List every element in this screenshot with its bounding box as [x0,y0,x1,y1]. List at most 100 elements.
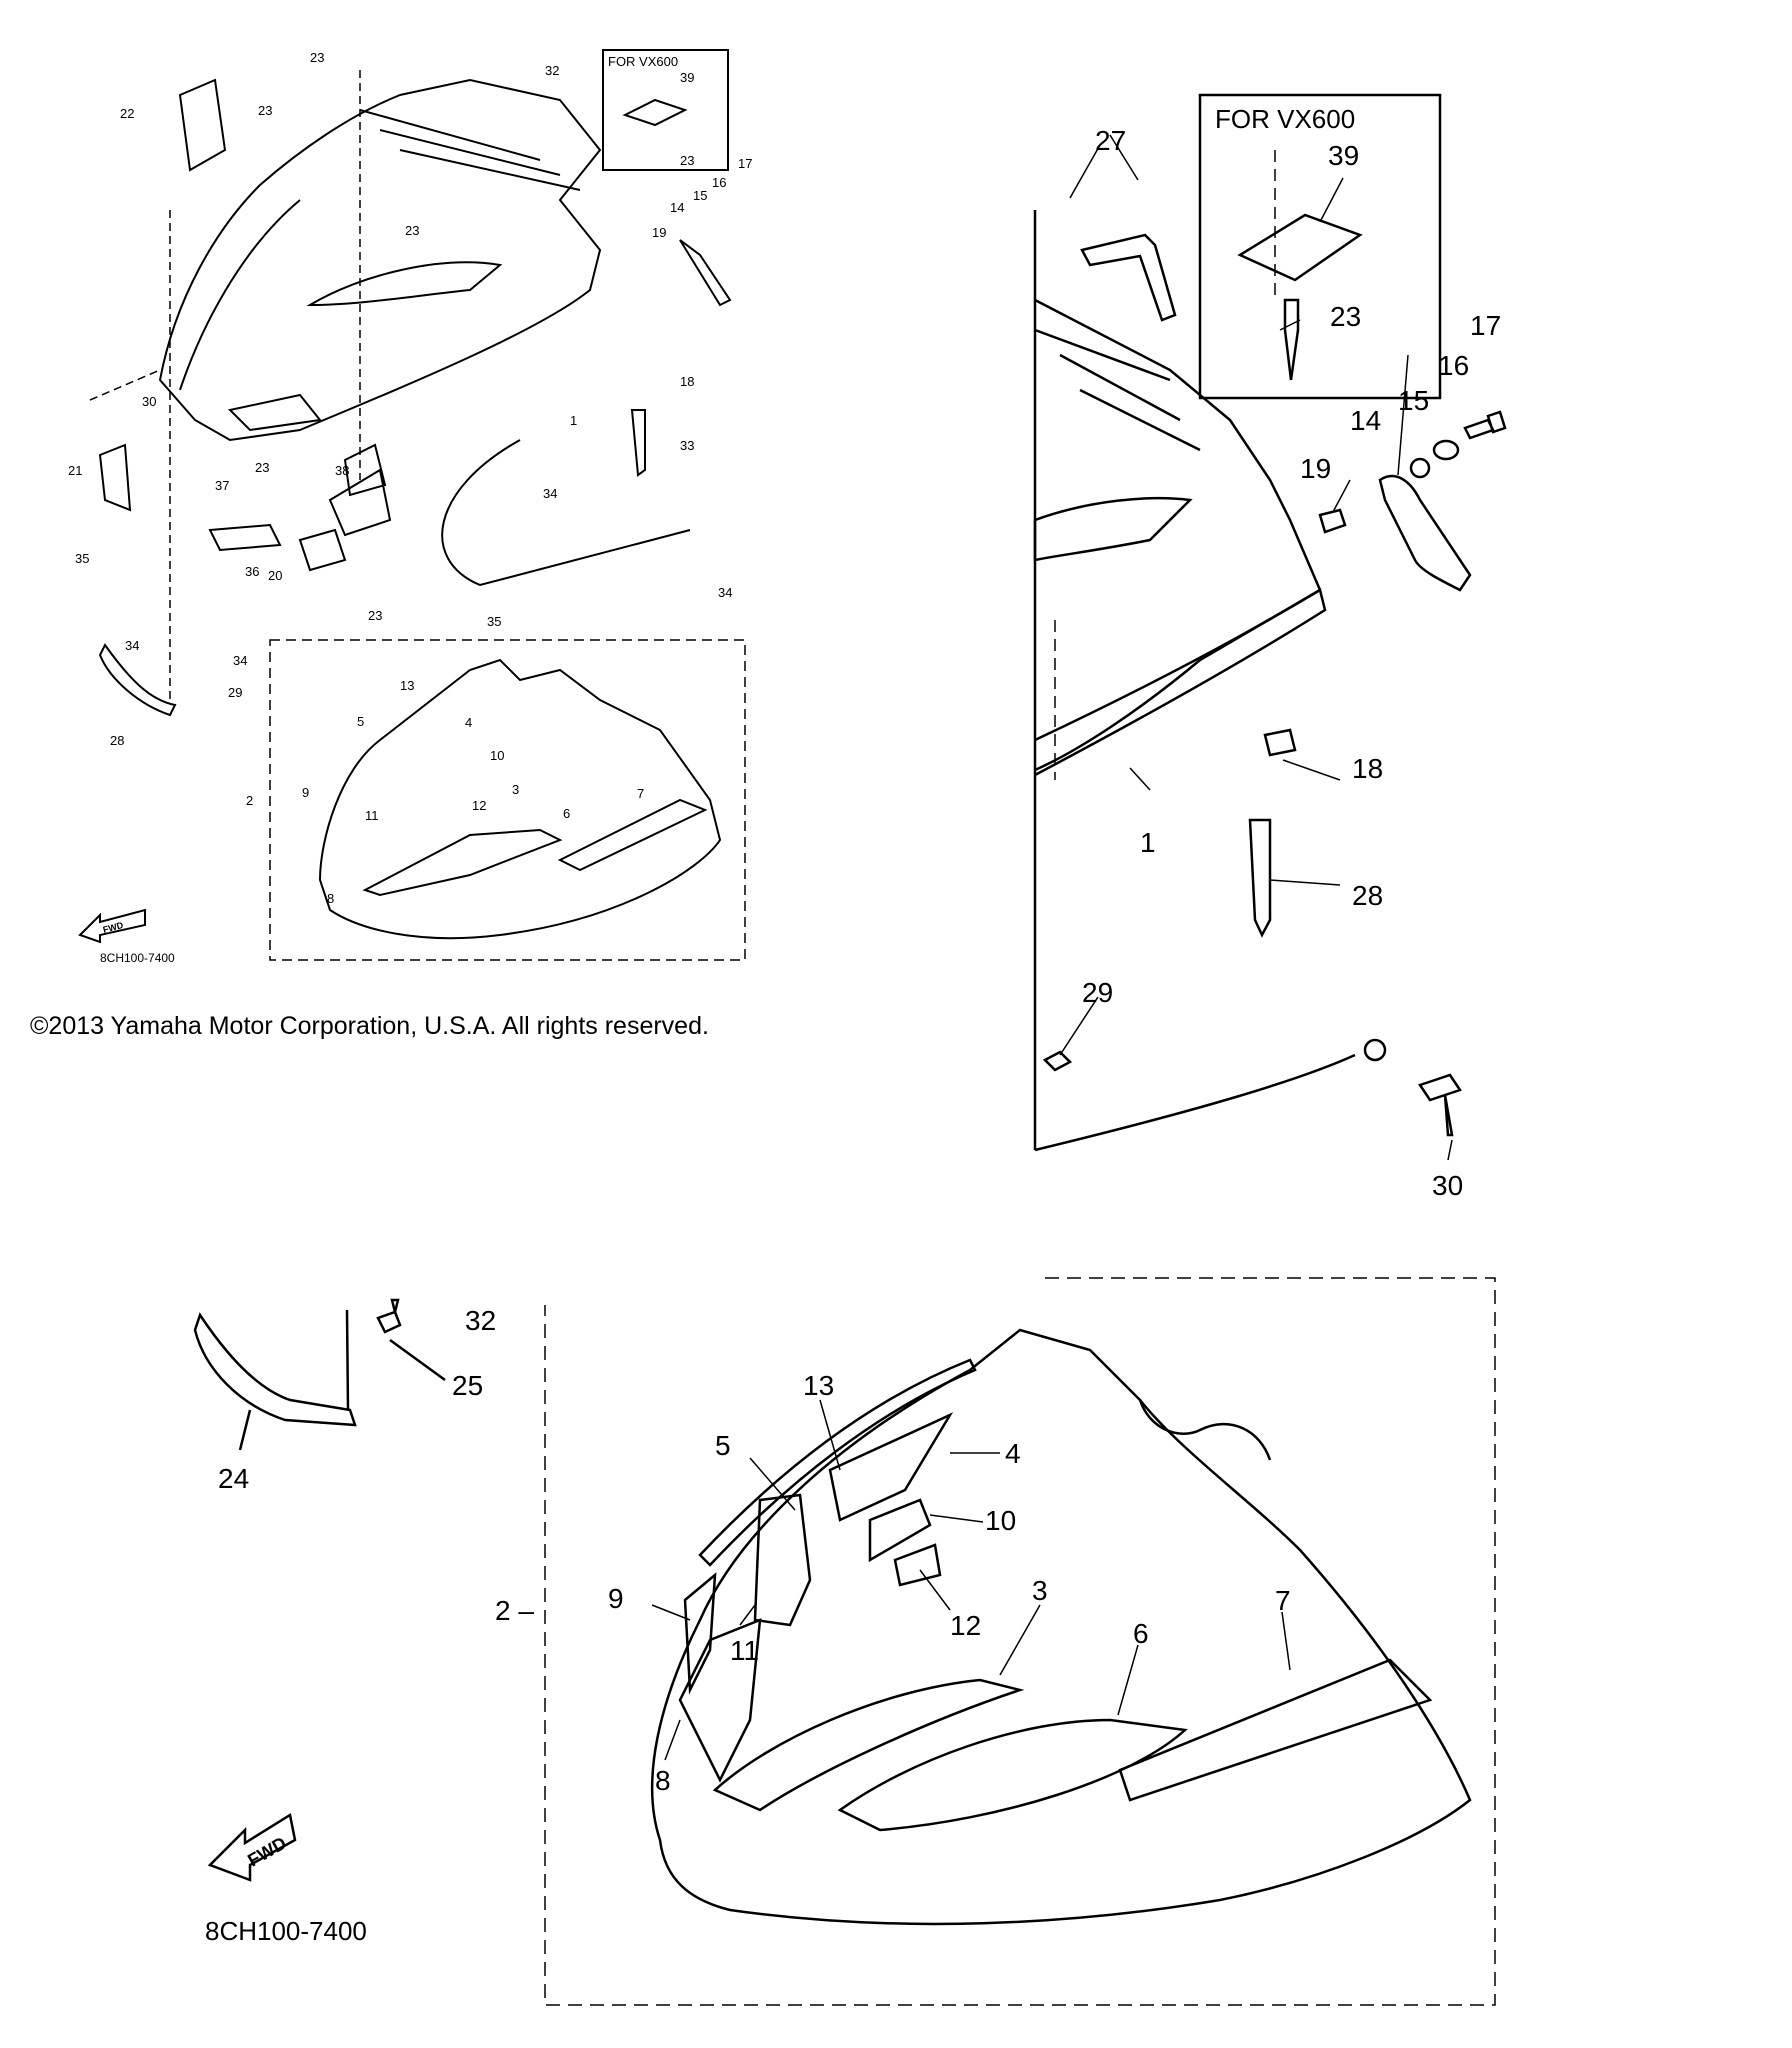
decal-7 [557,798,708,872]
callout-27: 32 [545,63,559,78]
copyright-notice: ©2013 Yamaha Motor Corporation, U.S.A. A… [30,1012,709,1040]
part-27-handle [1080,233,1177,322]
vent-cover-22 [178,78,227,172]
decal-hood-main [650,1328,1472,1926]
decal-hood-notch [1138,1399,1272,1461]
bottom-callout-9: 9 [608,1583,624,1614]
plate-39 [622,98,688,127]
part-16-washer [1432,439,1460,461]
decal-10 [868,1498,932,1563]
callout-23: 23 [258,103,272,118]
detail-callout-23: 23 [1330,301,1361,332]
detail-cable [1034,1053,1356,1152]
detail-callout-28: 28 [1352,880,1383,911]
detail-callout-15: 15 [1398,385,1429,416]
bottom-callout-32: 32 [465,1305,496,1336]
detail-callout-16: 16 [1438,350,1469,381]
callout-33: 34 [125,638,139,653]
callout-36: 38 [335,463,349,478]
bottom-callout-5: 5 [715,1430,731,1461]
detail-callout-30: 30 [1432,1170,1463,1201]
decal-9 [683,1572,717,1695]
detail-callout-27: 27 [1095,125,1126,156]
callout-16: 16 [712,175,726,190]
detail-callout-17: 17 [1470,310,1501,341]
bottom-diagram-code: 8CH100-7400 [205,1916,367,1946]
callout-20: 20 [268,568,282,583]
callout-35: 37 [215,478,229,493]
detail-callout-29: 29 [1082,977,1113,1008]
decal-8 [678,1618,762,1783]
pad-36 [343,443,387,497]
callout-2: 2 [246,793,253,808]
bottom-callout-24: 24 [218,1463,249,1494]
part-25-rivet [376,1298,402,1334]
hood-rack [359,109,581,191]
detail-vent [1033,496,1193,562]
part-30-eyelet [1363,1038,1387,1062]
vx600-box [602,49,729,171]
part-39-plate [1237,213,1363,282]
callout-12: 12 [472,798,486,813]
callout-18: 18 [680,374,694,389]
callout-31: 35 [487,614,501,629]
bottom-callout-7: 7 [1275,1585,1291,1616]
callout-3: 3 [512,782,519,797]
callout-21: 21 [68,463,82,478]
bottom-callout-2: 2 – [495,1595,534,1626]
cable-arc [441,439,691,587]
callout-34: 35 [75,551,89,566]
callout-9: 9 [302,785,309,800]
hood-vent-right [306,261,503,307]
detail-callout-14: 14 [1350,405,1381,436]
detail-callout-18: 18 [1352,753,1383,784]
callout-15: 15 [693,188,707,203]
callout-11: 11 [365,808,379,823]
detail-callout-39: 39 [1328,140,1359,171]
bottom-callout-12: 12 [950,1610,981,1641]
callout-28: 33 [680,438,694,453]
decal-12 [893,1543,942,1587]
part-23-pin [1283,298,1300,381]
decal-kit-box [269,639,746,961]
part-14-bracket [1378,474,1472,592]
decal-6 [837,1718,1188,1832]
part-15-washer [1409,457,1431,479]
detail-vx600-box [1198,93,1442,400]
grille-20 [208,523,282,552]
part-18-clip [1263,728,1297,757]
callout-6: 6 [563,806,570,821]
callout-23: 23 [255,460,269,475]
strap-37 [328,468,392,537]
part-24-grille [193,1312,357,1427]
callout-23: 23 [368,608,382,623]
callout-22: 22 [120,106,134,121]
hood-panel-front [227,393,322,432]
pad-38 [298,528,347,572]
bottom-callout-6: 6 [1133,1618,1149,1649]
part-28-tie [1248,818,1272,938]
bottom-callout-4: 4 [1005,1438,1021,1469]
callout-14: 14 [670,200,684,215]
bottom-callout-13: 13 [803,1370,834,1401]
callout-23: 23 [405,223,419,238]
callout-8: 8 [327,891,334,906]
bottom-callout-10: 10 [985,1505,1016,1536]
callout-26: 30 [142,394,156,409]
hood-body [158,78,602,442]
bottom-callout-3: 3 [1032,1575,1048,1606]
part-30-rivet [1418,1073,1462,1137]
vx600-title: FOR VX600 [608,54,678,69]
callout-7: 7 [637,786,644,801]
detail-hood-lip [1034,588,1327,777]
bottom-callout-25: 25 [452,1370,483,1401]
part-17-bolt [1463,410,1507,440]
callout-1: 1 [570,413,577,428]
callout-32: 34 [233,653,247,668]
decal-hood-outline [318,658,722,940]
callout-25: 29 [228,685,242,700]
decal-5 [753,1493,812,1627]
callout-23: 23 [680,153,694,168]
detail-vx600-title: FOR VX600 [1215,104,1355,134]
